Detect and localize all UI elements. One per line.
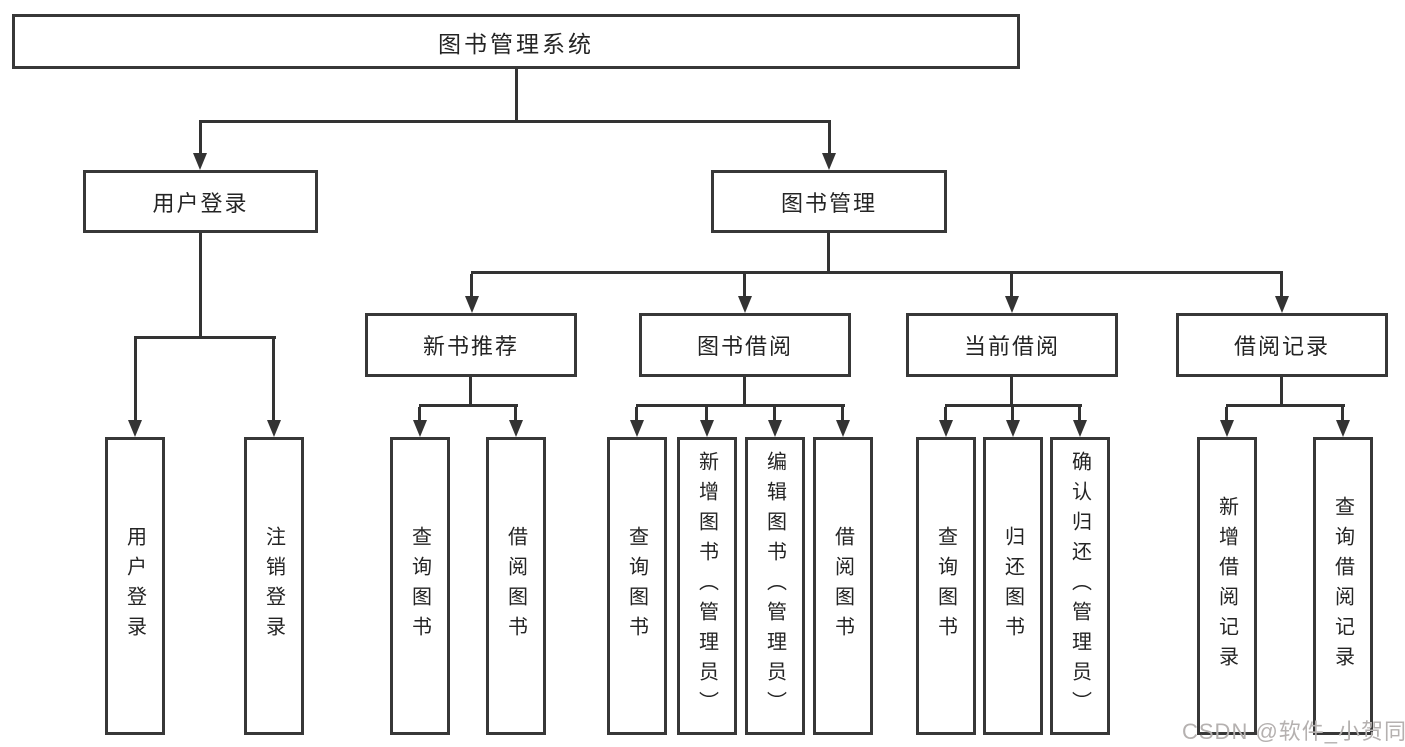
connector-stem: [841, 407, 844, 423]
leaf-edit-book-admin: 编辑图书（管理员）: [745, 437, 805, 735]
connector-rail: [1226, 404, 1345, 407]
connector-stem: [1011, 407, 1014, 423]
connector-drop: [469, 377, 472, 406]
connector-stem: [743, 274, 746, 299]
leaf-query-borrow-record: 查询借阅记录: [1313, 437, 1373, 735]
arrow-down-icon: [768, 420, 782, 437]
arrow-down-icon: [822, 153, 836, 170]
leaf-confirm-return-admin: 确认归还（管理员）: [1050, 437, 1110, 735]
connector-root-rail: [199, 120, 831, 123]
connector-stem: [828, 123, 831, 155]
connector-stem: [134, 339, 137, 422]
arrow-down-icon: [128, 420, 142, 437]
arrow-down-icon: [193, 153, 207, 170]
connector-stem: [1010, 274, 1013, 299]
connector-stem: [944, 407, 947, 423]
node-new-book-recommend: 新书推荐: [365, 313, 577, 377]
arrow-down-icon: [413, 420, 427, 437]
connector-stem: [1341, 407, 1344, 423]
connector-drop: [1010, 377, 1013, 406]
node-borrow-records: 借阅记录: [1176, 313, 1388, 377]
leaf-user-login: 用户登录: [105, 437, 165, 735]
arrow-down-icon: [1220, 420, 1234, 437]
arrow-down-icon: [836, 420, 850, 437]
connector-drop: [743, 377, 746, 406]
connector-drop: [199, 233, 202, 339]
arrow-down-icon: [939, 420, 953, 437]
connector-rail: [134, 336, 276, 339]
arrow-down-icon: [509, 420, 523, 437]
connector-rail: [471, 271, 1283, 274]
connector-stem: [773, 407, 776, 423]
connector-stem: [418, 407, 421, 423]
connector-stem: [635, 407, 638, 423]
connector-drop: [827, 233, 830, 274]
connector-rail: [636, 404, 845, 407]
csdn-watermark: CSDN @软件_小贺同学: [1182, 719, 1405, 744]
connector-rail: [945, 404, 1082, 407]
connector-stem: [470, 274, 473, 299]
node-user-login: 用户登录: [83, 170, 318, 233]
leaf-return-book: 归还图书: [983, 437, 1043, 735]
leaf-query-books-current: 查询图书: [916, 437, 976, 735]
node-book-management: 图书管理: [711, 170, 947, 233]
arrow-down-icon: [700, 420, 714, 437]
connector-rail: [419, 404, 518, 407]
connector-stem: [199, 123, 202, 155]
connector-stem: [1280, 274, 1283, 299]
connector-stem: [272, 339, 275, 422]
connector-stem: [514, 407, 517, 423]
node-current-borrow: 当前借阅: [906, 313, 1118, 377]
node-book-borrow: 图书借阅: [639, 313, 851, 377]
connector-root-drop: [515, 68, 518, 123]
leaf-query-books-recommend: 查询图书: [390, 437, 450, 735]
node-root: 图书管理系统: [12, 14, 1020, 69]
arrow-down-icon: [1006, 420, 1020, 437]
connector-stem: [1078, 407, 1081, 423]
arrow-down-icon: [267, 420, 281, 437]
connector-stem: [1225, 407, 1228, 423]
leaf-add-borrow-record: 新增借阅记录: [1197, 437, 1257, 735]
connector-stem: [705, 407, 708, 423]
arrow-down-icon: [1073, 420, 1087, 437]
arrow-down-icon: [1005, 296, 1019, 313]
leaf-borrow-books: 借阅图书: [813, 437, 873, 735]
arrow-down-icon: [465, 296, 479, 313]
connector-drop: [1280, 377, 1283, 406]
leaf-add-book-admin: 新增图书（管理员）: [677, 437, 737, 735]
arrow-down-icon: [630, 420, 644, 437]
leaf-borrow-books-recommend: 借阅图书: [486, 437, 546, 735]
arrow-down-icon: [738, 296, 752, 313]
arrow-down-icon: [1275, 296, 1289, 313]
arrow-down-icon: [1336, 420, 1350, 437]
leaf-query-books-borrow: 查询图书: [607, 437, 667, 735]
leaf-logout: 注销登录: [244, 437, 304, 735]
